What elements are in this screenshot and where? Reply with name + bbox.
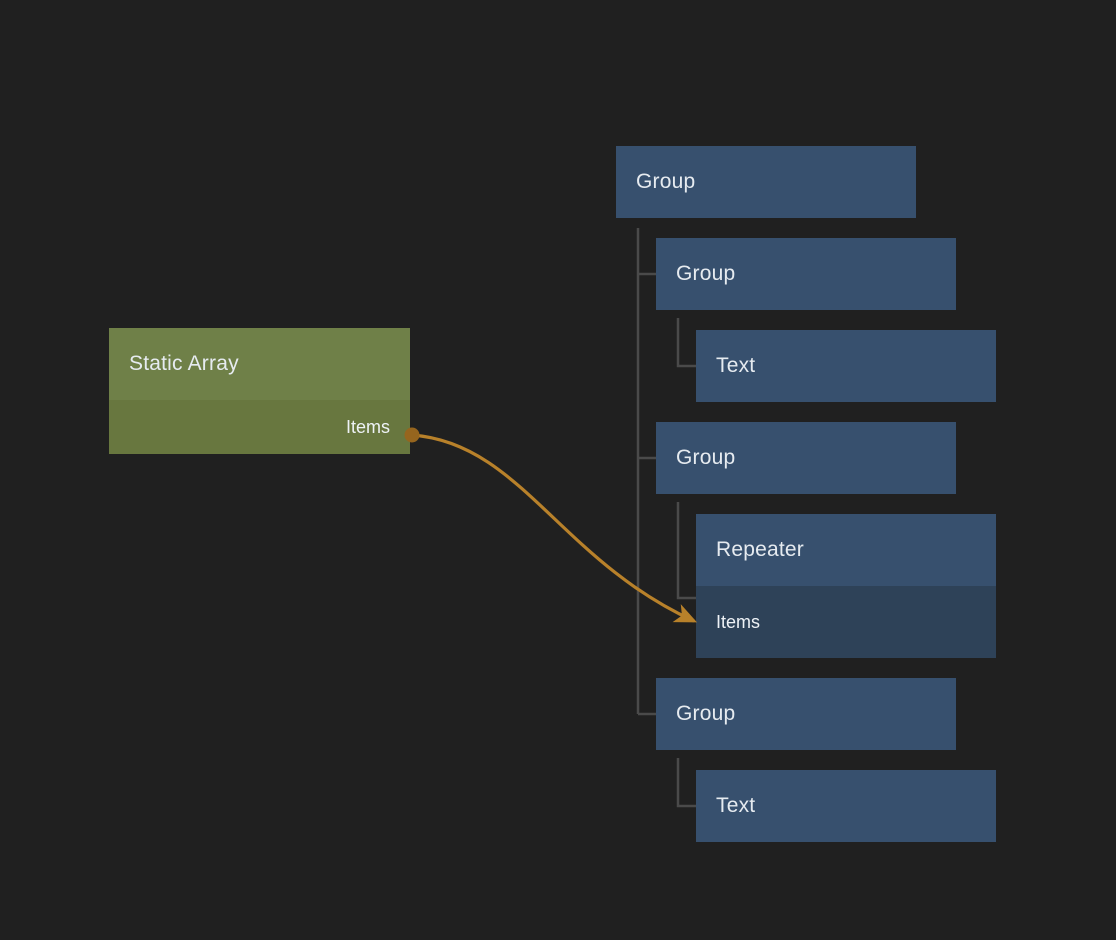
node-group-root-header[interactable]: Group bbox=[616, 146, 916, 218]
node-group-a-header[interactable]: Group bbox=[656, 238, 956, 310]
node-static-array-header[interactable]: Static Array bbox=[109, 328, 410, 400]
connection-curve-items-to-repeater[interactable] bbox=[411, 433, 698, 623]
node-repeater-header[interactable]: Repeater bbox=[696, 514, 996, 586]
node-group-c[interactable]: Group bbox=[656, 678, 956, 750]
node-repeater[interactable]: Repeater Items bbox=[696, 514, 996, 658]
node-group-a-title: Group bbox=[676, 262, 736, 285]
node-group-b-title: Group bbox=[676, 446, 736, 469]
tree-elbow-text-b bbox=[676, 758, 696, 808]
node-group-c-header[interactable]: Group bbox=[656, 678, 956, 750]
node-repeater-port-items[interactable]: Items bbox=[696, 586, 996, 658]
node-group-c-title: Group bbox=[676, 702, 736, 725]
node-group-root[interactable]: Group bbox=[616, 146, 916, 218]
node-static-array-title: Static Array bbox=[129, 352, 239, 375]
node-text-a-title: Text bbox=[716, 354, 756, 377]
node-group-root-title: Group bbox=[636, 170, 696, 193]
node-static-array-port-items-label: Items bbox=[345, 416, 390, 437]
tree-elbow-repeater bbox=[676, 502, 696, 600]
node-text-a-header[interactable]: Text bbox=[696, 330, 996, 402]
node-text-a[interactable]: Text bbox=[696, 330, 996, 402]
tree-elbow-text-a bbox=[676, 318, 696, 368]
node-static-array-port-items[interactable]: Items bbox=[109, 400, 410, 454]
node-group-b[interactable]: Group bbox=[656, 422, 956, 494]
node-text-b[interactable]: Text bbox=[696, 770, 996, 842]
node-static-array[interactable]: Static Array Items bbox=[109, 328, 410, 454]
node-text-b-header[interactable]: Text bbox=[696, 770, 996, 842]
node-group-a[interactable]: Group bbox=[656, 238, 956, 310]
node-repeater-title: Repeater bbox=[716, 538, 804, 561]
node-group-b-header[interactable]: Group bbox=[656, 422, 956, 494]
node-repeater-port-items-label: Items bbox=[716, 611, 761, 632]
connection-source-port-dot[interactable] bbox=[404, 427, 420, 443]
node-text-b-title: Text bbox=[716, 794, 756, 817]
